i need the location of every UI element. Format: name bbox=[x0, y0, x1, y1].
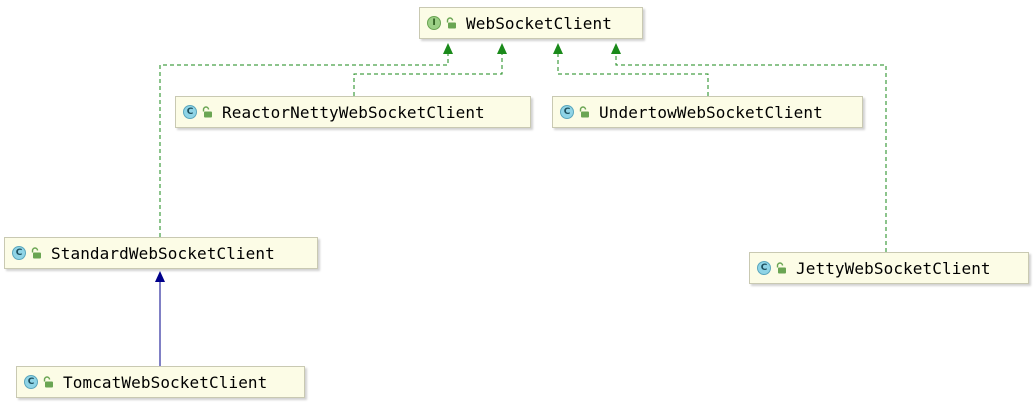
node-undertowwebsocketclient[interactable]: C UndertowWebSocketClient bbox=[552, 96, 863, 128]
interface-icon: I bbox=[427, 16, 441, 30]
class-icon: C bbox=[24, 375, 38, 389]
node-label: TomcatWebSocketClient bbox=[63, 372, 268, 392]
node-label: UndertowWebSocketClient bbox=[599, 102, 823, 122]
implements-arrowhead bbox=[553, 43, 563, 54]
extends-arrowhead bbox=[155, 271, 165, 282]
class-icon: C bbox=[12, 246, 26, 260]
node-label: StandardWebSocketClient bbox=[51, 243, 275, 263]
unlocked-lock-icon bbox=[579, 106, 589, 118]
unlocked-lock-icon bbox=[202, 106, 212, 118]
node-websocketclient[interactable]: I WebSocketClient bbox=[419, 7, 643, 39]
node-label: ReactorNettyWebSocketClient bbox=[222, 102, 485, 122]
implements-arrowhead bbox=[497, 43, 507, 54]
class-icon: C bbox=[183, 105, 197, 119]
edge-standard-implements-websocketclient bbox=[159, 54, 449, 237]
unlocked-lock-icon bbox=[776, 262, 786, 274]
node-label: JettyWebSocketClient bbox=[796, 258, 991, 278]
node-tomcatwebsocketclient[interactable]: C TomcatWebSocketClient bbox=[16, 366, 305, 398]
implements-arrowhead bbox=[443, 43, 453, 54]
edge-undertow-implements-websocketclient bbox=[557, 54, 709, 96]
implements-arrowhead bbox=[611, 43, 621, 54]
class-icon: C bbox=[560, 105, 574, 119]
node-label: WebSocketClient bbox=[466, 13, 612, 33]
edge-reactor-implements-websocketclient bbox=[353, 54, 503, 96]
class-icon: C bbox=[757, 261, 771, 275]
node-standardwebsocketclient[interactable]: C StandardWebSocketClient bbox=[4, 237, 318, 269]
edge-jetty-implements-websocketclient bbox=[615, 54, 887, 252]
unlocked-lock-icon bbox=[446, 17, 456, 29]
unlocked-lock-icon bbox=[43, 376, 53, 388]
node-jettywebsocketclient[interactable]: C JettyWebSocketClient bbox=[749, 252, 1029, 284]
unlocked-lock-icon bbox=[31, 247, 41, 259]
node-reactornettywebsocketclient[interactable]: C ReactorNettyWebSocketClient bbox=[175, 96, 531, 128]
